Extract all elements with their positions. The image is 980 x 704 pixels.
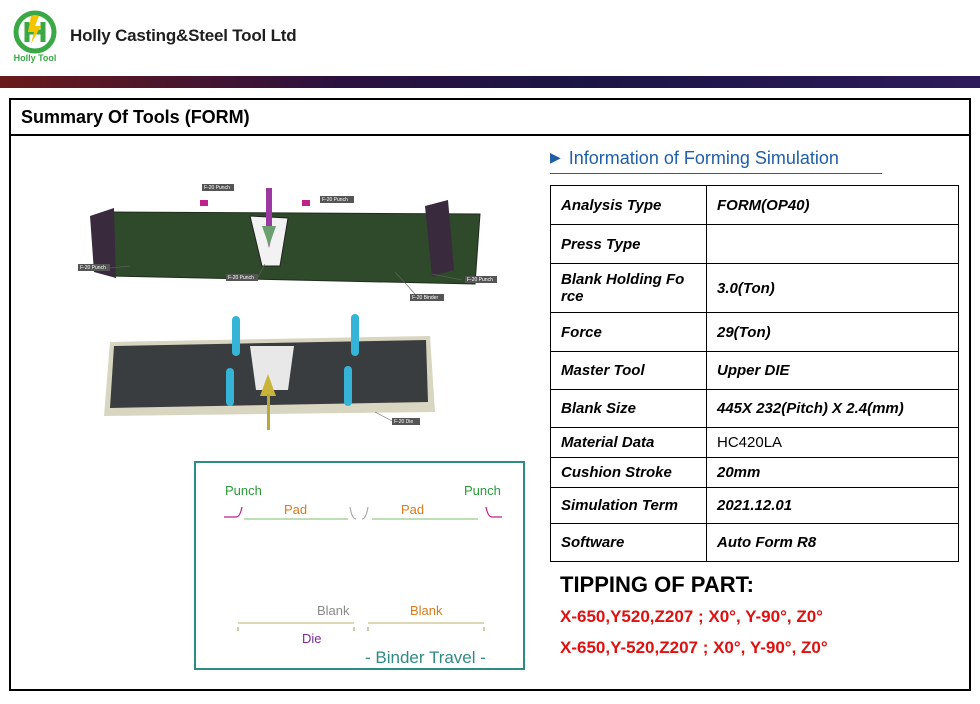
row-key: Master Tool [550,351,707,390]
row-key: Press Type [550,224,707,264]
row-value: 29(Ton) [706,312,959,352]
upper-die-render [90,184,481,285]
info-heading-text: Information of Forming Simulation [568,148,839,168]
row-value: Upper DIE [706,351,959,390]
blank-label-right: Blank [410,603,443,618]
info-heading-underline [550,173,882,174]
triangle-bullet-icon: ▶ [550,149,561,165]
row-value: 20mm [706,457,959,488]
pad-label-right: Pad [401,502,425,517]
tipping-line-1: X-650,Y520,Z207 ; X0°, Y-90°, Z0° [560,607,823,626]
row-key: Software [550,523,707,562]
row-key: Force [550,312,707,352]
title-divider [11,134,969,136]
die-label: Die [302,631,322,646]
row-value: 3.0(Ton) [706,263,959,313]
binder-travel-caption: - Binder Travel - [365,648,486,667]
lower-die-render [104,314,435,430]
table-row: Press Type [550,224,959,264]
row-key: Blank Holding Fo rce [550,263,707,313]
row-key: Blank Size [550,389,707,428]
tipping-title: TIPPING OF PART: [560,572,754,597]
row-value: HC420LA [706,427,959,458]
callout-binder: F-20 Binder [412,295,438,301]
callout-punch-left: F-20 Punch [80,265,106,271]
slide-frame [9,98,971,691]
row-value: FORM(OP40) [706,185,959,225]
holly-tool-logo: Holly Tool [13,10,57,63]
brand-bar [0,76,980,88]
binder-diagram-lines [224,506,502,631]
company-name: Holly Casting&Steel Tool Ltd [70,26,297,45]
info-heading: ▶ Information of Forming Simulation [550,148,839,169]
callout-punch-center: F-20 Punch [228,275,254,281]
row-key: Analysis Type [550,185,707,225]
row-value: 445X 232(Pitch) X 2.4(mm) [706,389,959,428]
row-key: Simulation Term [550,487,707,524]
blank-label-left: Blank [317,603,350,618]
punch-label-left: Punch [225,483,262,498]
callout-punch-top: F-20 Punch [204,185,230,191]
tool-assembly-drawing: F-20 Punch F-20 Punch F-20 Punch F-20 Pu… [78,184,497,430]
tipping-line-2: X-650,Y-520,Z207 ; X0°, Y-90°, Z0° [560,638,828,657]
pad-label-left: Pad [284,502,308,517]
row-value: 2021.12.01 [706,487,959,524]
logo-text: Holly Tool [14,53,57,63]
callout-die: F-20 Die [394,419,413,425]
slide-title: Summary Of Tools (FORM) [21,107,250,127]
binder-travel-diagram: Punch Punch Pad Pad Blank Blank Die [194,461,525,670]
callout-punch-right: F-20 Punch [322,197,348,203]
punch-label-right: Punch [464,483,501,498]
row-key: Material Data [550,427,707,458]
callout-punch-far-right: F-20 Punch [467,277,493,283]
row-value: Auto Form R8 [706,523,959,562]
row-value [706,224,959,264]
row-key: Cushion Stroke [550,457,707,488]
